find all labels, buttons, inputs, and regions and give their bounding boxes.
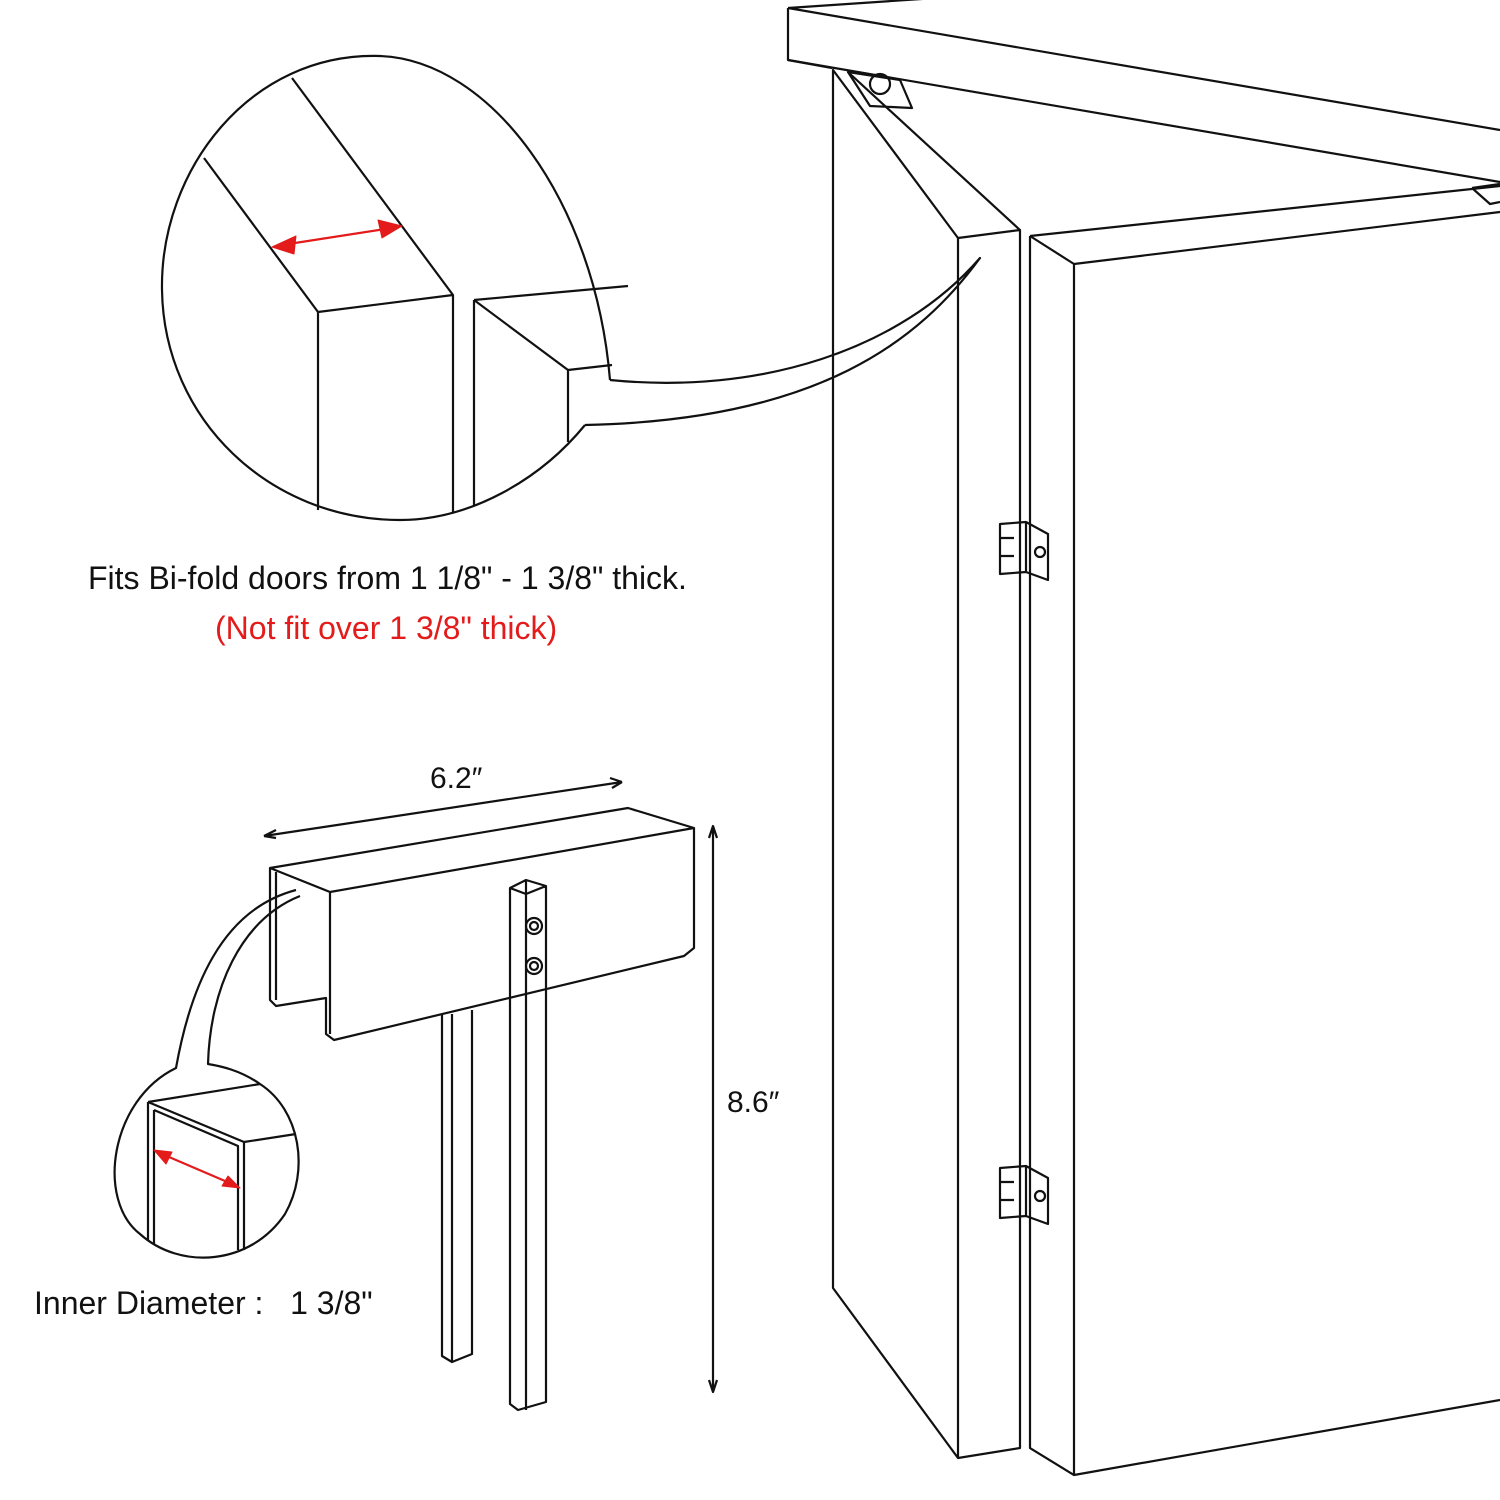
fits-description: Fits Bi-fold doors from 1 1/8" - 1 3/8" … <box>88 560 687 596</box>
left-door-panel <box>831 68 1022 1460</box>
hinge-lower <box>998 1164 1050 1226</box>
lock-rod-short <box>440 1010 474 1364</box>
fit-warning: (Not fit over 1 3/8" thick) <box>215 610 558 646</box>
door-frame-header <box>786 0 1500 184</box>
height-dimension <box>707 824 719 1394</box>
inner-diameter-arrow <box>153 1149 241 1189</box>
top-pivot-bracket <box>846 70 1500 206</box>
width-dimension <box>263 776 623 840</box>
lock-bracket <box>268 806 696 1042</box>
thickness-arrow <box>271 219 403 255</box>
right-door-panel <box>1028 184 1500 1477</box>
hinge-upper <box>998 520 1050 582</box>
width-label: 6.2″ <box>430 762 483 795</box>
height-label: 8.6″ <box>727 1086 780 1119</box>
inner-diameter-magnifier <box>113 888 301 1259</box>
door-thickness-magnifier <box>160 54 982 522</box>
inner-diameter-label: Inner Diameter : 1 3/8" <box>34 1285 373 1321</box>
lock-rod-long <box>508 878 548 1412</box>
